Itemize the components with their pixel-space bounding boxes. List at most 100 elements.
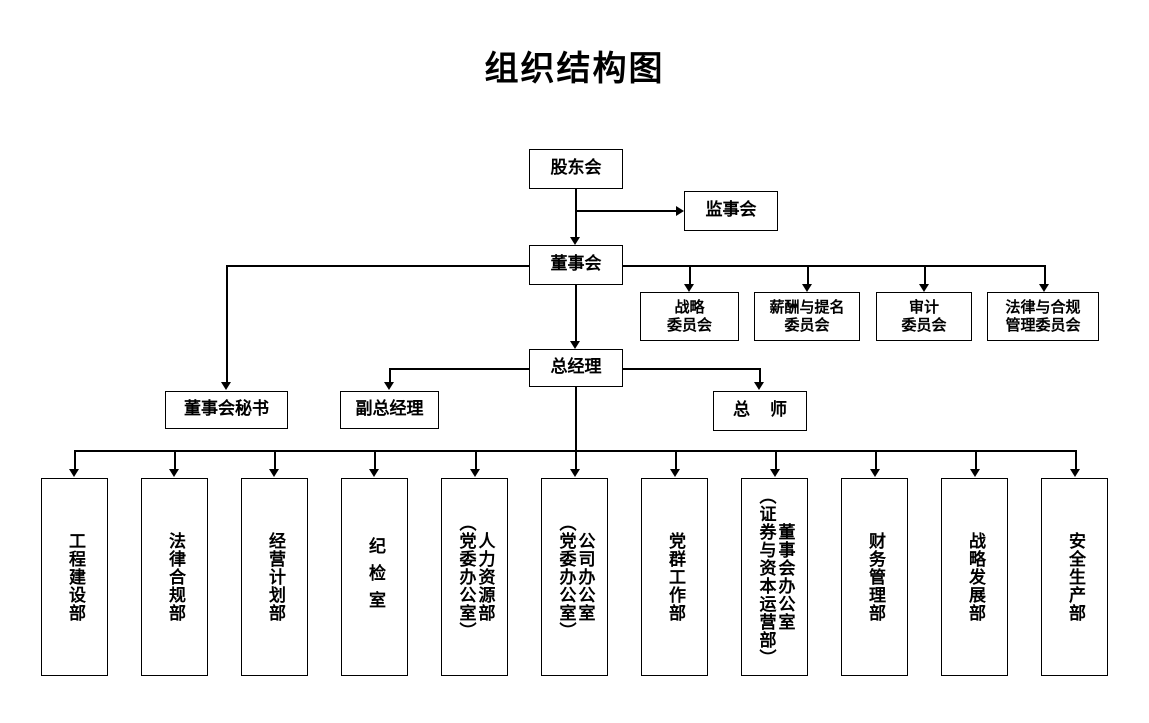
node-department-financial-management-label: 财务管理部 (865, 532, 886, 622)
edge-board-to-gm-vertical (575, 285, 577, 343)
edge-department-4-arrowhead (369, 469, 379, 477)
node-department-discipline-inspection[interactable]: 纪检室 (341, 478, 408, 676)
node-legal-compliance-committee-label-line1: 法律与合规 (1005, 297, 1081, 316)
edge-department-11-drop (1075, 450, 1077, 472)
node-department-strategic-development[interactable]: 战略发展部 (941, 478, 1008, 676)
edge-board-to-committee-4-arrowhead (1039, 284, 1049, 292)
edge-department-2-drop (174, 450, 176, 472)
node-department-board-office[interactable]: （证券与资本运营部） 董事会办公室 (741, 478, 808, 676)
page-title: 组织结构图 (484, 49, 665, 89)
node-deputy-general-manager[interactable]: 副总经理 (340, 391, 439, 429)
edge-board-to-committee-3-arrowhead (919, 284, 929, 292)
edge-department-3-drop (274, 450, 276, 472)
node-department-safety-production[interactable]: 安全生产部 (1041, 478, 1108, 676)
edge-board-to-committee-1-drop (689, 265, 691, 287)
edge-department-8-arrowhead (770, 469, 780, 477)
edge-departments-bus (74, 450, 1075, 452)
node-chief-engineer[interactable]: 总 师 (713, 391, 807, 431)
node-department-party-mass-work-label: 党群工作部 (665, 532, 686, 622)
edge-gm-to-departments-vertical (575, 387, 577, 451)
node-general-manager-label: 总经理 (550, 357, 602, 378)
edge-board-to-secretary-horizontal (226, 265, 529, 267)
node-shareholders-meeting-label: 股东会 (550, 158, 602, 179)
node-department-board-office-label: 董事会办公室 (774, 523, 795, 631)
node-audit-committee-label-line1: 审计 (908, 297, 939, 316)
edge-gm-to-deputy-vertical (389, 368, 391, 384)
edge-department-6-drop (575, 450, 577, 472)
node-compensation-nomination-committee-label-line2: 委员会 (784, 315, 830, 334)
node-department-human-resources-sublabel: （党委办公室） (455, 514, 476, 640)
edge-department-5-drop (475, 450, 477, 472)
edge-shareholders-to-board-vertical (575, 189, 577, 240)
node-board-secretary[interactable]: 董事会秘书 (165, 391, 288, 429)
edge-department-3-arrowhead (269, 469, 279, 477)
node-chief-engineer-label: 总 师 (733, 400, 794, 421)
node-board-of-supervisors[interactable]: 监事会 (684, 191, 778, 231)
edge-gm-to-chief-engineer-horizontal (623, 368, 761, 370)
node-department-legal-compliance-label: 法律合规部 (165, 532, 186, 622)
edge-department-4-drop (374, 450, 376, 472)
node-department-human-resources[interactable]: （党委办公室） 人力资源部 (441, 478, 508, 676)
edge-department-2-arrowhead (169, 469, 179, 477)
edge-gm-to-chief-engineer-vertical (759, 368, 761, 384)
node-department-engineering-construction-label: 工程建设部 (65, 532, 86, 622)
edge-department-5-arrowhead (470, 469, 480, 477)
edge-department-10-arrowhead (970, 469, 980, 477)
node-department-board-office-sublabel: （证券与资本运营部） (755, 487, 776, 667)
node-department-engineering-construction[interactable]: 工程建设部 (41, 478, 108, 676)
edge-board-to-committee-2-drop (807, 265, 809, 287)
edge-department-11-arrowhead (1070, 469, 1080, 477)
node-strategy-committee[interactable]: 战略 委员会 (640, 292, 739, 341)
node-strategy-committee-label-line2: 委员会 (666, 315, 712, 334)
edge-gm-to-deputy-horizontal (389, 368, 529, 370)
edge-department-10-drop (975, 450, 977, 472)
node-board-secretary-label: 董事会秘书 (184, 399, 269, 420)
node-department-legal-compliance[interactable]: 法律合规部 (141, 478, 208, 676)
node-board-of-supervisors-label: 监事会 (705, 200, 757, 221)
node-department-company-office-label: 公司办公室 (574, 532, 595, 622)
node-department-financial-management[interactable]: 财务管理部 (841, 478, 908, 676)
edge-board-to-secretary-arrowhead (221, 382, 231, 390)
node-board-of-directors[interactable]: 董事会 (529, 245, 623, 285)
node-board-of-directors-label: 董事会 (550, 254, 602, 275)
edge-department-9-arrowhead (870, 469, 880, 477)
node-department-party-mass-work[interactable]: 党群工作部 (641, 478, 708, 676)
node-legal-compliance-committee-label-line2: 管理委员会 (1005, 315, 1081, 334)
edge-gm-to-chief-engineer-arrowhead (754, 382, 764, 390)
node-department-discipline-inspection-label: 纪检室 (365, 536, 386, 618)
node-department-business-planning-label: 经营计划部 (265, 532, 286, 622)
edge-department-7-arrowhead (670, 469, 680, 477)
edge-board-to-committee-3-drop (924, 265, 926, 287)
node-general-manager[interactable]: 总经理 (529, 349, 623, 387)
edge-board-to-committee-4-drop (1044, 265, 1046, 287)
edge-shareholders-to-supervisors-horizontal (575, 210, 678, 212)
node-department-company-office-sublabel: （党委办公室） (555, 514, 576, 640)
node-audit-committee[interactable]: 审计 委员会 (876, 292, 972, 341)
node-department-safety-production-label: 安全生产部 (1065, 532, 1086, 622)
node-deputy-general-manager-label: 副总经理 (355, 399, 424, 420)
node-audit-committee-label-line2: 委员会 (901, 315, 947, 334)
node-strategy-committee-label-line1: 战略 (674, 297, 705, 316)
node-department-strategic-development-label: 战略发展部 (965, 532, 986, 622)
edge-shareholders-to-supervisors-arrowhead (676, 206, 684, 216)
edge-department-9-drop (875, 450, 877, 472)
edge-board-to-committees-bus (623, 265, 1044, 267)
edge-department-6-arrowhead (570, 469, 580, 477)
edge-gm-to-deputy-arrowhead (384, 382, 394, 390)
edge-board-to-committee-1-arrowhead (684, 284, 694, 292)
edge-department-1-drop (74, 450, 76, 472)
node-department-company-office[interactable]: （党委办公室） 公司办公室 (541, 478, 608, 676)
edge-department-7-drop (675, 450, 677, 472)
edge-department-1-arrowhead (69, 469, 79, 477)
edge-shareholders-to-board-arrowhead (570, 237, 580, 245)
node-legal-compliance-committee[interactable]: 法律与合规 管理委员会 (987, 292, 1099, 341)
node-department-business-planning[interactable]: 经营计划部 (241, 478, 308, 676)
node-compensation-nomination-committee[interactable]: 薪酬与提名 委员会 (754, 292, 860, 341)
edge-board-to-secretary-vertical (226, 265, 228, 384)
edge-board-to-committee-2-arrowhead (802, 284, 812, 292)
node-compensation-nomination-committee-label-line1: 薪酬与提名 (769, 297, 845, 316)
node-shareholders-meeting[interactable]: 股东会 (529, 149, 623, 189)
edge-department-8-drop (775, 450, 777, 472)
node-department-human-resources-label: 人力资源部 (474, 532, 495, 622)
